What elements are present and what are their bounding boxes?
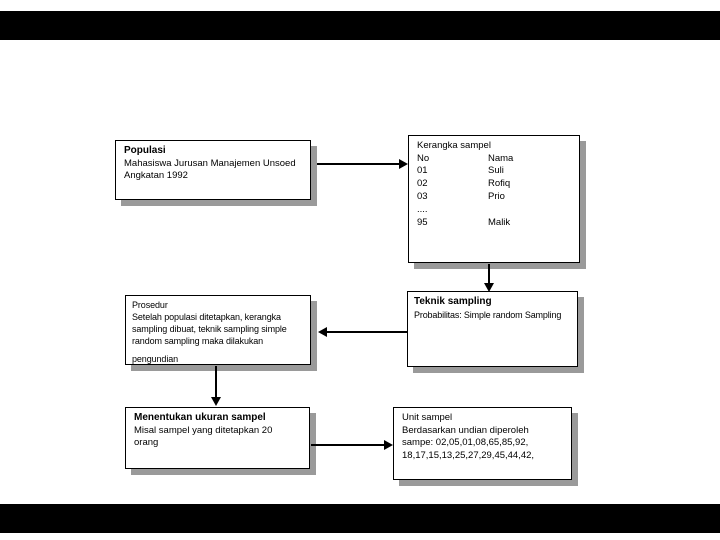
ukuran-title: Menentukan ukuran sampel bbox=[134, 412, 266, 423]
teknik-title: Teknik sampling bbox=[414, 296, 492, 307]
teknik-line: Probabilitas: Simple random Sampling bbox=[414, 309, 562, 320]
arrowhead-right-icon bbox=[384, 440, 393, 450]
populasi-box: Populasi Mahasiswa Jurusan Manajemen Uns… bbox=[115, 140, 311, 200]
unit-line: Berdasarkan undian diperoleh bbox=[402, 424, 529, 436]
populasi-title: Populasi bbox=[124, 145, 166, 156]
teknik-sampling-box: Teknik sampling Probabilitas: Simple ran… bbox=[407, 291, 578, 367]
unit-line: 18,17,15,13,25,27,29,45,44,42, bbox=[402, 449, 535, 461]
prosedur-line: random sampling maka dilakukan bbox=[132, 336, 264, 346]
ukuran-sampel-box: Menentukan ukuran sampel Misal sampel ya… bbox=[125, 407, 310, 469]
arrow-kerangka-to-teknik bbox=[488, 264, 490, 284]
populasi-line: Mahasiswa Jurusan Manajemen Unsoed bbox=[124, 157, 296, 169]
ukuran-line: orang bbox=[134, 437, 159, 449]
arrow-ukuran-to-unit bbox=[311, 444, 385, 446]
populasi-line: Angkatan 1992 bbox=[124, 170, 188, 182]
arrow-prosedur-to-ukuran bbox=[215, 366, 217, 398]
prosedur-box: Prosedur Setelah populasi ditetapkan, ke… bbox=[125, 295, 311, 365]
bottom-letterbox-bar bbox=[0, 504, 720, 533]
top-letterbox-bar bbox=[0, 11, 720, 40]
arrowhead-down-icon bbox=[484, 283, 494, 292]
kerangka-row: .... bbox=[417, 203, 428, 215]
prosedur-title: Prosedur bbox=[132, 300, 168, 310]
kerangka-header-row: No Nama bbox=[417, 153, 571, 166]
kerangka-col-no: No bbox=[417, 152, 430, 164]
unit-line: sampe: 02,05,01,08,65,85,92, bbox=[402, 437, 529, 449]
arrowhead-right-icon bbox=[399, 159, 408, 169]
kerangka-col-nama: Nama bbox=[488, 152, 514, 164]
prosedur-line: sampling dibuat, teknik sampling simple bbox=[132, 324, 287, 334]
arrowhead-left-icon bbox=[318, 327, 327, 337]
unit-title: Unit sampel bbox=[402, 412, 453, 423]
arrow-populasi-to-kerangka bbox=[317, 163, 400, 165]
ukuran-line: Misal sampel yang ditetapkan 20 bbox=[134, 424, 273, 436]
arrowhead-down-icon bbox=[211, 397, 221, 406]
unit-sampel-box: Unit sampel Berdasarkan undian diperoleh… bbox=[393, 407, 572, 480]
prosedur-line: Setelah populasi ditetapkan, kerangka bbox=[132, 312, 281, 322]
kerangka-title: Kerangka sampel bbox=[417, 140, 491, 151]
arrow-teknik-to-prosedur bbox=[327, 331, 407, 333]
prosedur-line: pengundian bbox=[132, 354, 179, 364]
